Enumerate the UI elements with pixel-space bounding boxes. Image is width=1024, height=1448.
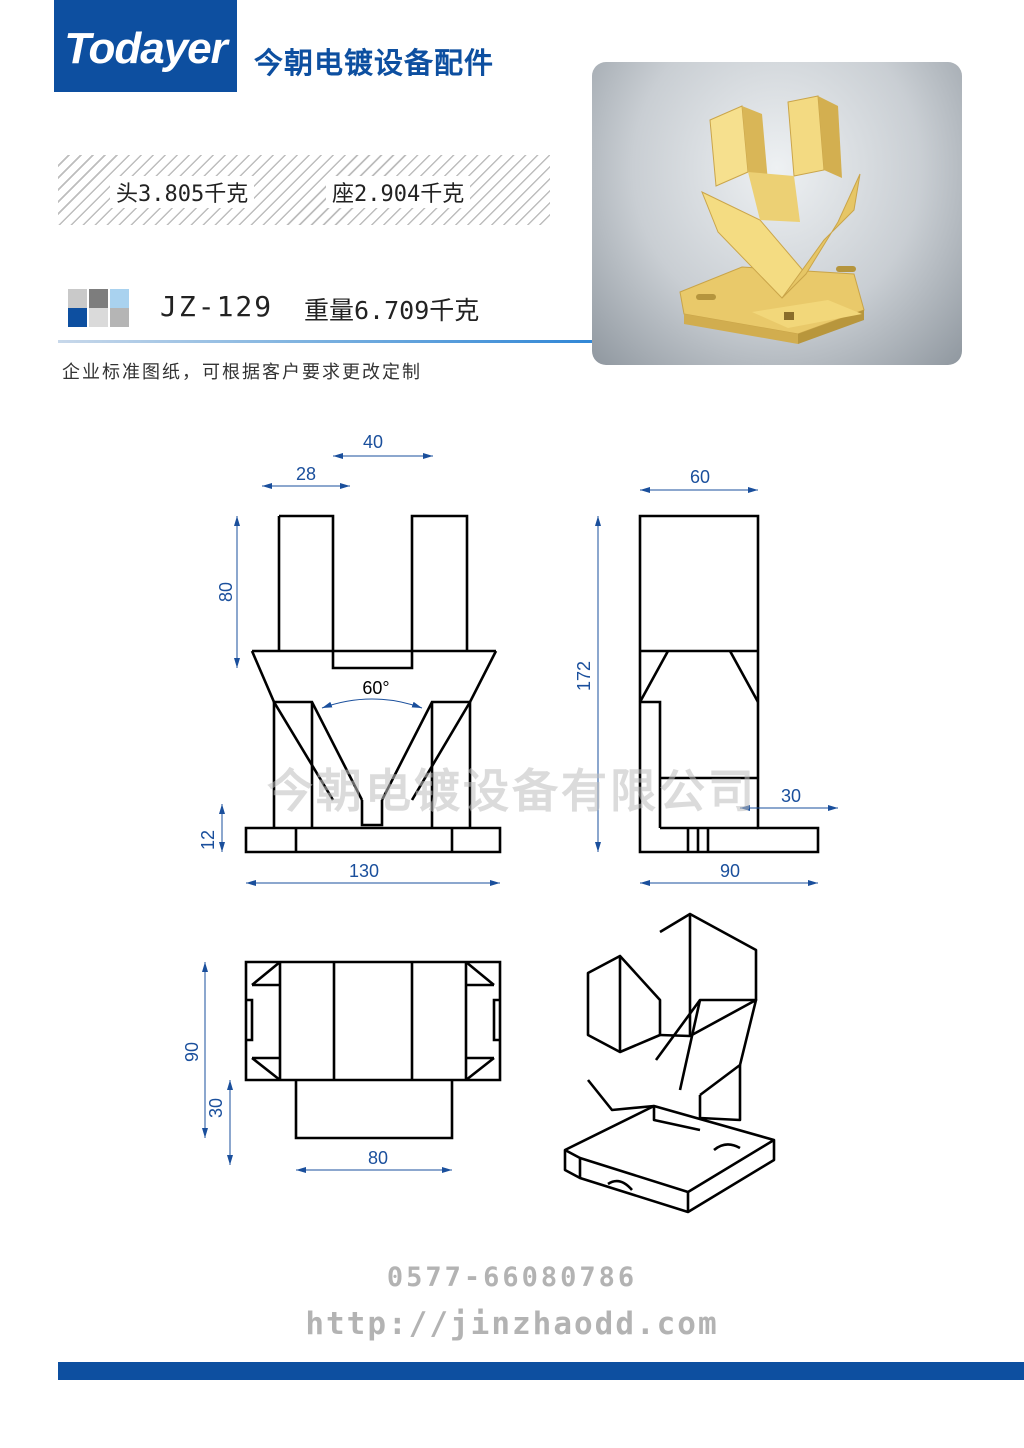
front-dims (219, 453, 500, 886)
isometric-view (563, 912, 776, 1214)
plan-view (244, 960, 502, 1140)
color-square (68, 289, 87, 308)
separator-line (58, 340, 598, 343)
dim-front-height-top: 80 (216, 582, 236, 602)
model-weight: 重量6.709千克 (304, 296, 480, 325)
head-weight: 头3.805千克 (110, 176, 255, 208)
custom-note: 企业标准图纸，可根据客户要求更改定制 (62, 362, 422, 383)
plan-dims (202, 962, 452, 1173)
contact-url[interactable]: http://jinzhaodd.com (305, 1306, 719, 1342)
dim-front-width: 130 (349, 861, 379, 881)
logo-box (54, 0, 237, 92)
dim-side-base: 90 (720, 861, 740, 881)
contact-phone: 0577-66080786 (386, 1262, 638, 1293)
dim-side-foot: 30 (781, 786, 801, 806)
bottom-bar (58, 1362, 1024, 1380)
side-dims (595, 487, 838, 886)
color-square (110, 308, 129, 327)
dim-side-height: 172 (574, 661, 594, 691)
dim-plan-depth: 90 (182, 1042, 202, 1062)
product-photo (592, 62, 962, 365)
dim-plan-step: 30 (206, 1098, 226, 1118)
product-render (679, 95, 865, 344)
color-square (68, 308, 87, 327)
model-code: JZ-129 (160, 290, 274, 323)
color-square (89, 289, 108, 308)
dim-front-top-slot: 28 (296, 464, 316, 484)
seat-weight: 座2.904千克 (326, 176, 471, 208)
side-view (638, 514, 820, 854)
dim-plan-width: 80 (368, 1148, 388, 1168)
dim-side-width: 60 (690, 467, 710, 487)
watermark: 今朝电镀设备有限公司 (267, 764, 757, 818)
color-square (110, 289, 129, 308)
brand-logo: Todayer (64, 24, 228, 73)
company-title: 今朝电镀设备配件 (254, 46, 495, 80)
dim-front-angle: 60° (362, 678, 389, 698)
color-square (89, 308, 108, 327)
dim-front-base-height: 12 (198, 830, 218, 850)
dim-front-top-total: 40 (363, 432, 383, 452)
front-view (244, 514, 502, 854)
